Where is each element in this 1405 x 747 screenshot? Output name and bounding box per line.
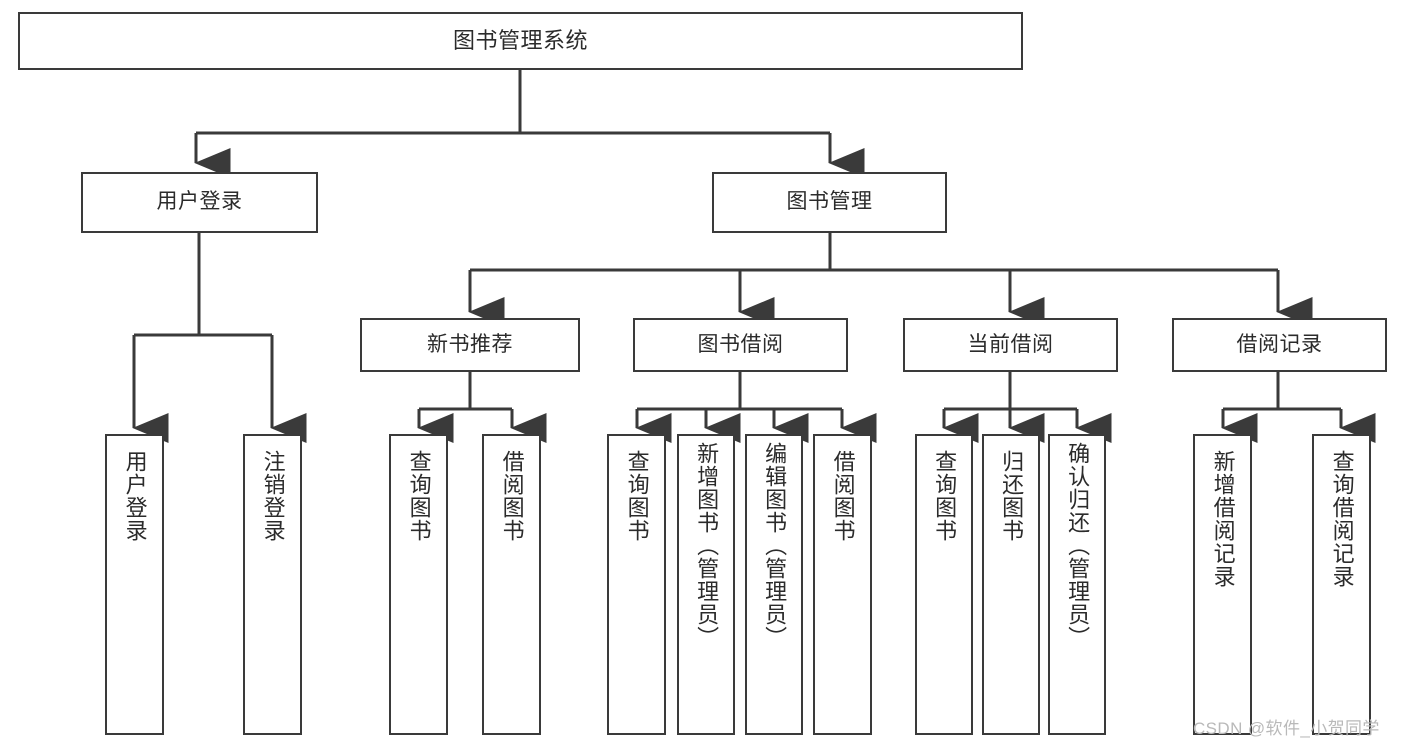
leaf-current-borrow-return-label: 归还图书: [999, 450, 1025, 542]
leaf-current-borrow-confirm-label: 确认归还（管理员）: [1065, 442, 1091, 649]
leaf-user-login-logout-label: 注销登录: [260, 450, 286, 542]
leaf-current-borrow-return[interactable]: 归还图书: [982, 434, 1040, 735]
leaf-book-borrow-add-label: 新增图书（管理员）: [694, 442, 720, 649]
node-new-book-recommend[interactable]: 新书推荐: [360, 318, 580, 372]
leaf-borrow-record-query[interactable]: 查询借阅记录: [1312, 434, 1371, 735]
leaf-book-borrow-add[interactable]: 新增图书（管理员）: [677, 434, 735, 735]
leaf-current-borrow-query[interactable]: 查询图书: [915, 434, 973, 735]
node-book-management-label: 图书管理: [786, 190, 873, 214]
leaf-book-borrow-borrow[interactable]: 借阅图书: [813, 434, 872, 735]
leaf-new-book-borrow[interactable]: 借阅图书: [482, 434, 541, 735]
leaf-book-borrow-borrow-label: 借阅图书: [830, 450, 856, 542]
node-root-system[interactable]: 图书管理系统: [18, 12, 1023, 70]
leaf-user-login-login[interactable]: 用户登录: [105, 434, 164, 735]
leaf-borrow-record-query-label: 查询借阅记录: [1329, 450, 1355, 588]
node-borrow-record[interactable]: 借阅记录: [1172, 318, 1387, 372]
node-borrow-record-label: 借阅记录: [1236, 332, 1323, 356]
leaf-book-borrow-edit[interactable]: 编辑图书（管理员）: [745, 434, 803, 735]
leaf-borrow-record-add-label: 新增借阅记录: [1210, 450, 1236, 588]
node-user-login[interactable]: 用户登录: [81, 172, 318, 233]
node-book-management[interactable]: 图书管理: [712, 172, 947, 233]
watermark-credit: CSDN @软件_小贺同学: [1193, 719, 1380, 738]
node-book-borrow[interactable]: 图书借阅: [633, 318, 848, 372]
leaf-book-borrow-edit-label: 编辑图书（管理员）: [762, 442, 788, 649]
leaf-new-book-query-label: 查询图书: [406, 450, 432, 542]
leaf-user-login-login-label: 用户登录: [122, 450, 148, 542]
node-root-system-label: 图书管理系统: [452, 28, 588, 54]
leaf-new-book-query[interactable]: 查询图书: [389, 434, 448, 735]
node-current-borrow-label: 当前借阅: [967, 332, 1054, 356]
node-current-borrow[interactable]: 当前借阅: [903, 318, 1118, 372]
leaf-borrow-record-add[interactable]: 新增借阅记录: [1193, 434, 1252, 735]
node-new-book-recommend-label: 新书推荐: [427, 332, 513, 356]
leaf-current-borrow-confirm[interactable]: 确认归还（管理员）: [1048, 434, 1106, 735]
leaf-current-borrow-query-label: 查询图书: [932, 450, 958, 542]
leaf-book-borrow-query[interactable]: 查询图书: [607, 434, 666, 735]
node-user-login-label: 用户登录: [156, 190, 243, 214]
leaf-user-login-logout[interactable]: 注销登录: [243, 434, 302, 735]
leaf-new-book-borrow-label: 借阅图书: [499, 450, 525, 542]
node-book-borrow-label: 图书借阅: [697, 332, 784, 356]
leaf-book-borrow-query-label: 查询图书: [624, 450, 650, 542]
